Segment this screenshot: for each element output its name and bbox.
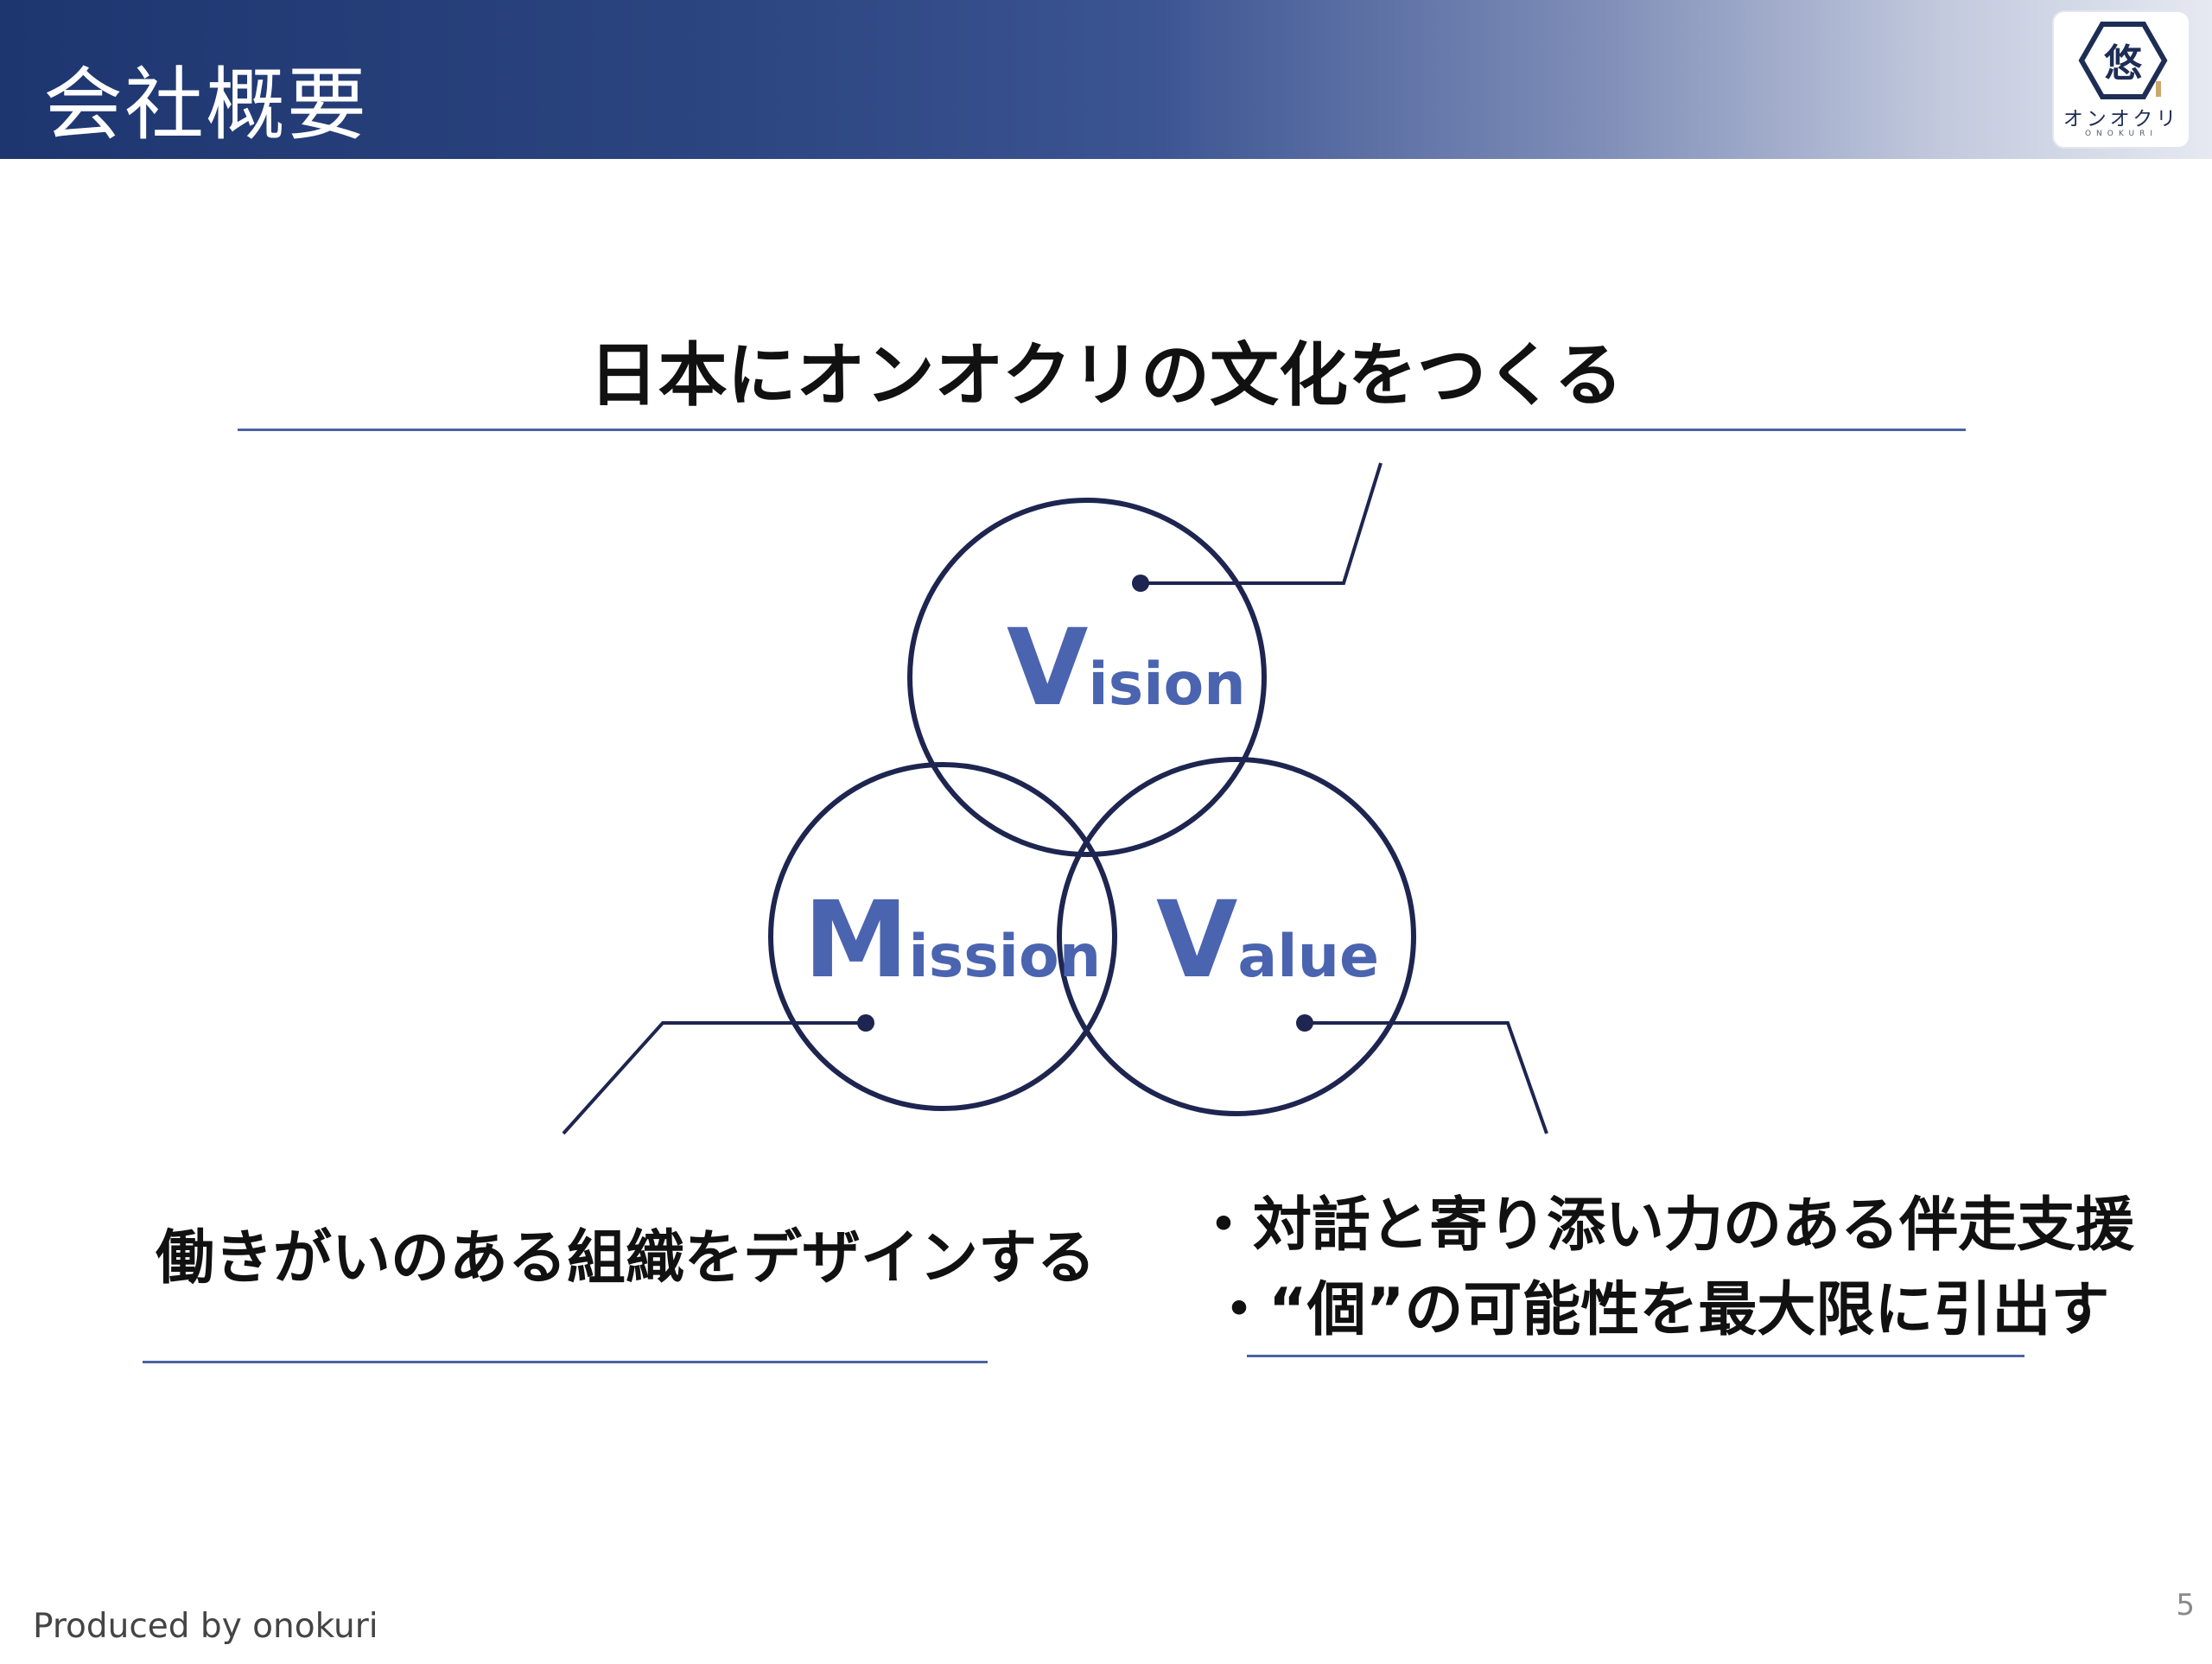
vision-leader-dot bbox=[1132, 575, 1149, 592]
value-leader-line bbox=[1305, 1021, 1548, 1134]
mission-label: Mission bbox=[804, 879, 1101, 1001]
logo-name-jp: オンオクリ bbox=[2063, 108, 2180, 130]
logo-name-en: ONOKURI bbox=[2084, 130, 2158, 138]
value-underline bbox=[1247, 1355, 2024, 1357]
page-number: 5 bbox=[2176, 1588, 2195, 1623]
logo-mark-char: 悠 bbox=[2104, 41, 2143, 86]
logo-badge-icon: 悠 bbox=[2078, 22, 2168, 99]
footer-credit: Produced by onokuri bbox=[33, 1607, 378, 1646]
vision-label: Vision bbox=[1007, 607, 1246, 729]
vision-leader-line bbox=[1141, 462, 1382, 585]
mission-leader-dot bbox=[857, 1014, 874, 1032]
mission-statement: 働きがいのある組織をデザインする bbox=[156, 1224, 1096, 1292]
header-bar: 会社概要 悠 オンオクリ ONOKURI bbox=[0, 0, 2212, 159]
value-label: Value bbox=[1156, 879, 1379, 1001]
mission-underline bbox=[143, 1361, 988, 1363]
value-leader-dot bbox=[1296, 1014, 1313, 1032]
vision-circle bbox=[907, 498, 1267, 857]
vision-underline bbox=[238, 429, 1966, 431]
value-circle bbox=[1057, 757, 1416, 1116]
page-title: 会社概要 bbox=[43, 59, 369, 151]
vision-statement: 日本にオンオクリの文化をつくる bbox=[588, 335, 1624, 416]
company-logo: 悠 オンオクリ ONOKURI bbox=[2052, 10, 2190, 149]
mission-circle bbox=[768, 762, 1117, 1111]
value-statement-2: ・“個”の可能性を最大限に引出す bbox=[1210, 1276, 2110, 1344]
value-statement-1: ・対話と寄り添い力のある伴走支援 bbox=[1194, 1191, 2135, 1260]
mission-leader-line bbox=[562, 1021, 866, 1135]
